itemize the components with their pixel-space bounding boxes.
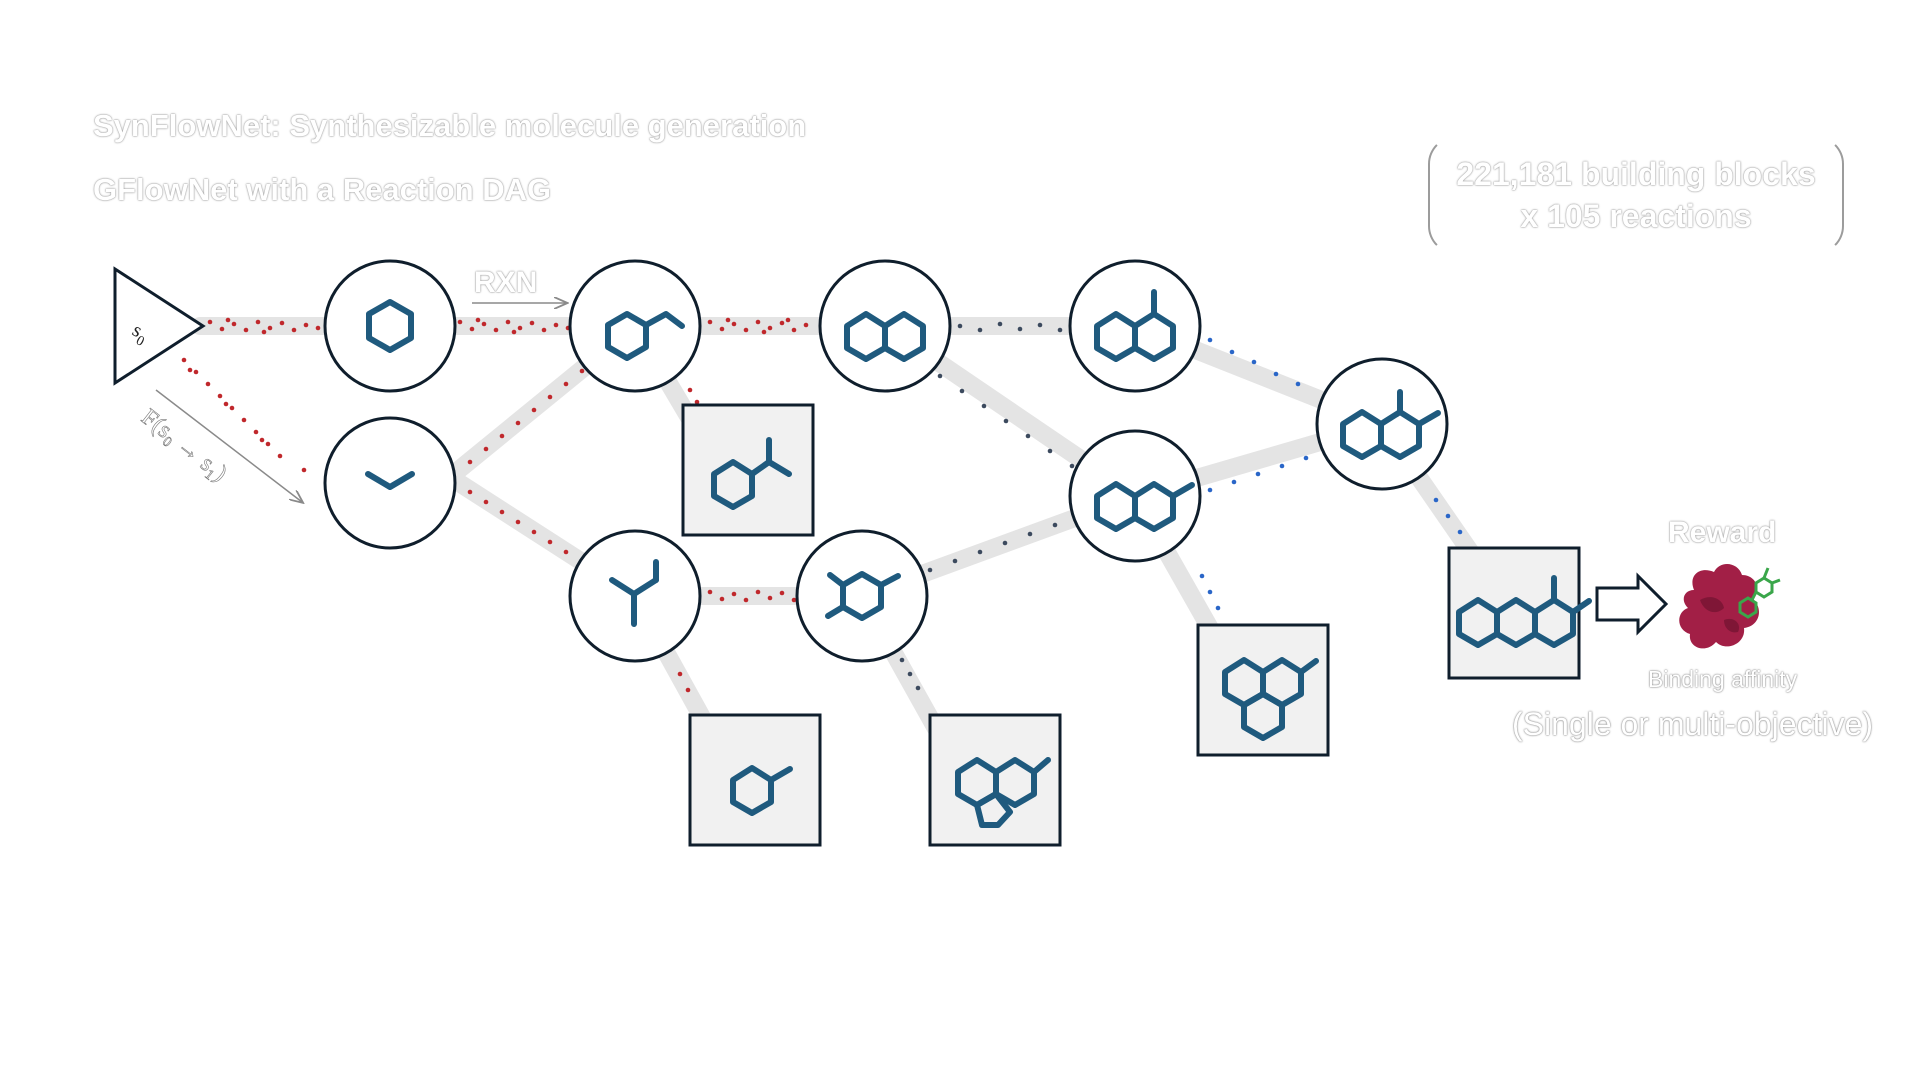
methylcyclohexane-molecule [730, 765, 793, 816]
binding-affinity-label: Binding affinity [1648, 666, 1798, 692]
flow-arrow [155, 389, 302, 502]
stats-box: 221,181 building blocks x 105 reactions [1428, 136, 1844, 254]
fused-tricycle-molecule [955, 757, 1051, 828]
reward-label: Reward [1668, 516, 1777, 549]
isopropyl-ring-molecule [711, 437, 792, 510]
dimethylnaphthalene-molecule [1340, 389, 1441, 460]
node-disubstituted-ring [795, 529, 929, 663]
disubstituted-molecule [825, 571, 901, 621]
protein-icon [1679, 564, 1781, 649]
terminal-nodes [681, 403, 1581, 847]
fragment-molecule [365, 471, 415, 490]
terminal-methylcyclohexane [688, 713, 822, 847]
molecule-structures [365, 289, 1592, 828]
start-state-node: s0 [113, 266, 206, 386]
diagram-subtitle: GFlowNet with a Reaction DAG [93, 172, 552, 207]
stats-reactions: x 105 reactions [1520, 198, 1752, 234]
methylnaphthalene-molecule [1094, 289, 1176, 362]
flow-label: F(s₀ → s₁) [136, 404, 231, 487]
benzene-molecule [366, 299, 414, 353]
anthracene-molecule [1456, 575, 1592, 648]
stats-building-blocks: 221,181 building blocks [1456, 156, 1816, 192]
arrow-right-icon [1595, 572, 1669, 636]
objective-label: (Single or multi-objective) [1512, 706, 1874, 742]
node-ethylbenzene [568, 259, 702, 393]
naphthalene-molecule [844, 311, 926, 362]
ligand-molecule [1738, 567, 1781, 619]
rxn-label: RXN [474, 266, 538, 299]
flow-annotation: F(s₀ → s₁) [136, 389, 302, 502]
diagram-title: SynFlowNet: Synthesizable molecule gener… [93, 108, 807, 143]
ethylbenzene-molecule [605, 311, 685, 361]
node-fragment [323, 416, 457, 550]
methylnaphthalene-2-molecule [1094, 481, 1195, 532]
blue-flow-dots [1199, 337, 1463, 611]
terminal-anthracene [1447, 546, 1581, 680]
phenalene-molecule [1222, 657, 1319, 741]
node-benzene [323, 259, 457, 393]
branched-fragment-molecule [609, 559, 659, 627]
dark-flow-dots [899, 321, 1083, 691]
triangle-start-icon [113, 266, 206, 386]
